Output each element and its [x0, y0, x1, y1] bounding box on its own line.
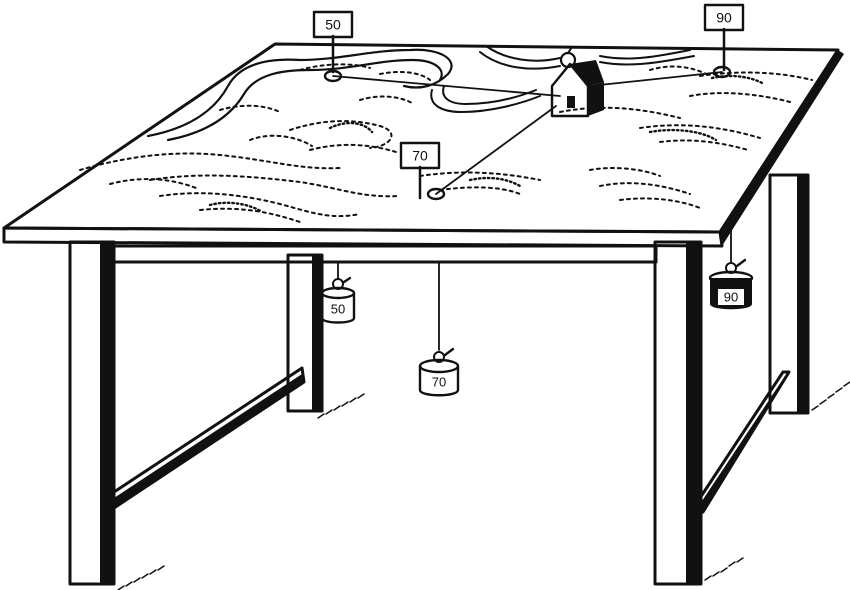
ground-hatching	[117, 381, 850, 590]
flag-70-label: 70	[412, 148, 428, 164]
table-legs	[68, 173, 810, 586]
strings	[332, 71, 732, 351]
house	[550, 46, 604, 118]
weight-90-label: 90	[724, 290, 738, 305]
pulley-hole-90	[712, 65, 732, 79]
flag-70: 70	[399, 141, 441, 200]
weight-50-label: 50	[331, 302, 345, 317]
road	[430, 89, 541, 113]
weight-90: 90	[708, 258, 754, 310]
pulley-hole-70	[426, 187, 446, 201]
front-apron	[110, 244, 658, 264]
flag-50-label: 50	[325, 17, 341, 33]
flag-90: 90	[703, 3, 745, 72]
table-right-edge	[720, 50, 844, 246]
table-front-edge	[2, 226, 724, 248]
weight-70: 70	[418, 347, 460, 397]
string-50	[332, 75, 561, 97]
string-70	[435, 105, 557, 195]
weight-50: 50	[320, 276, 356, 324]
flag-50: 50	[312, 10, 354, 74]
pulley-holes	[323, 65, 732, 201]
weight-70-label: 70	[432, 375, 446, 390]
map-terrain	[79, 45, 813, 223]
string-90	[589, 71, 723, 87]
table-top	[2, 42, 844, 248]
river	[146, 48, 453, 138]
flag-90-label: 90	[716, 10, 732, 26]
